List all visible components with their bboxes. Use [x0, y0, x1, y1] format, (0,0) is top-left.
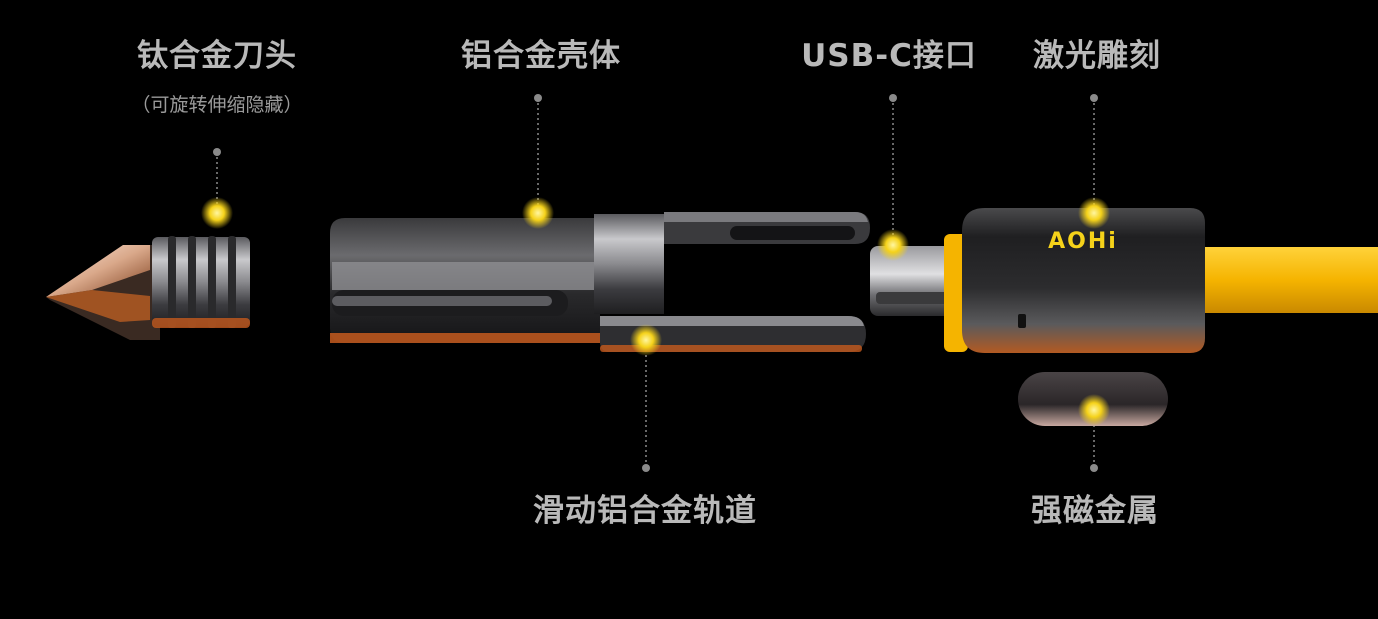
label-blade: 钛合金刀头	[137, 38, 297, 74]
label-blade-note: （可旋转伸缩隐藏）	[131, 94, 303, 116]
label-magnet: 强磁金属	[1031, 493, 1159, 529]
aluminum-alloy-shell	[330, 212, 870, 343]
connector-head: AOHi	[944, 208, 1205, 353]
yellow-cable	[1205, 247, 1378, 313]
leader-endpoints	[213, 94, 1098, 472]
sliding-aluminum-rail	[600, 316, 866, 352]
brand-mark: AOHi	[1048, 229, 1118, 254]
label-shell: 铝合金壳体	[461, 38, 621, 74]
label-laser-engraving: 激光雕刻	[1033, 38, 1161, 74]
leader-lines	[216, 98, 1095, 468]
label-usb-c: USB-C接口	[801, 38, 977, 74]
titanium-blade-tip	[46, 236, 250, 340]
indicator-dots	[201, 197, 1110, 426]
label-rail: 滑动铝合金轨道	[533, 493, 757, 529]
usb-c-plug	[870, 246, 966, 316]
